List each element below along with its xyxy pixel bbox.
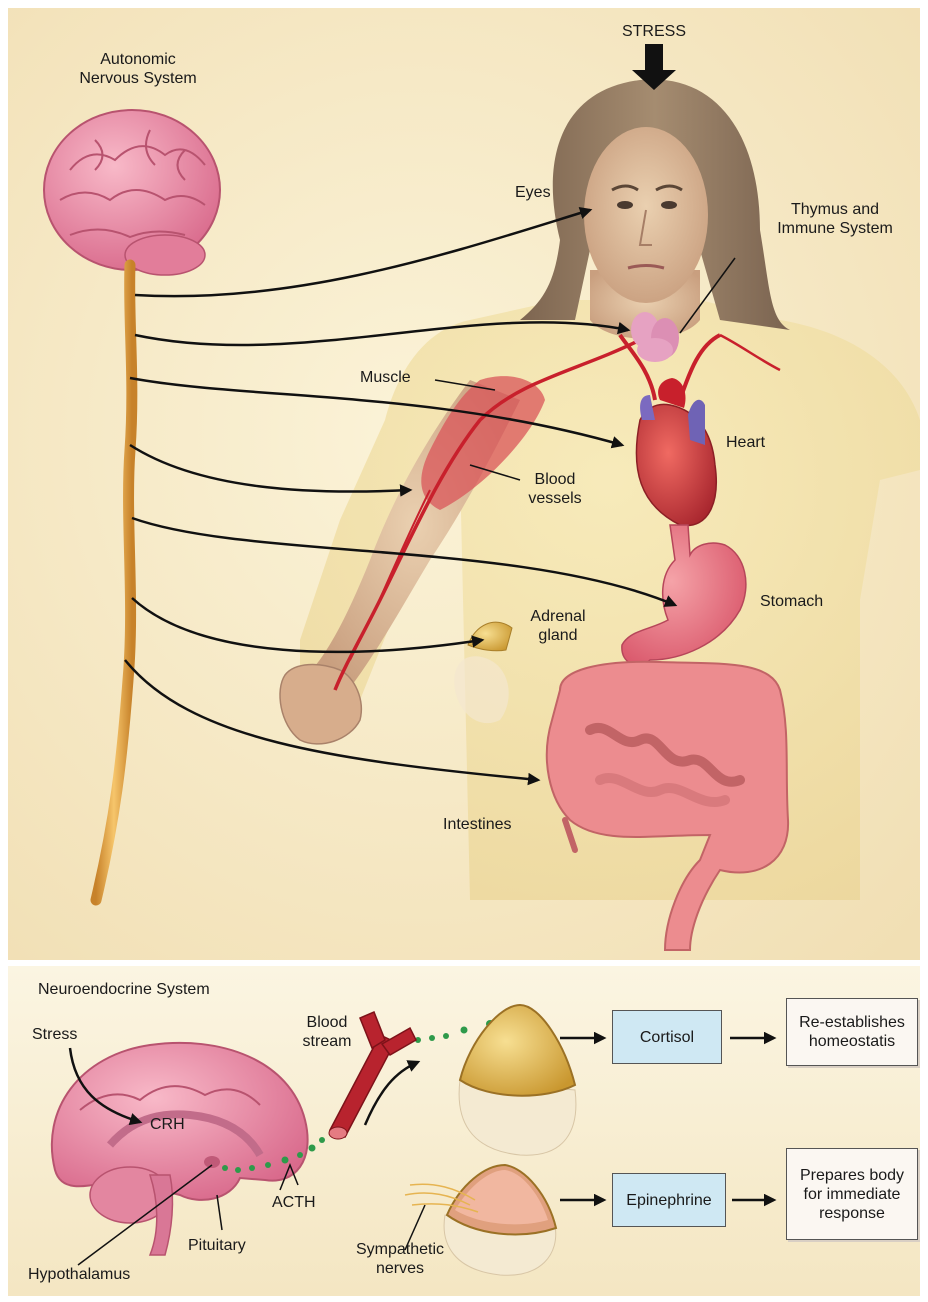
epinephrine-effect-box: Prepares body for immediate response <box>786 1148 918 1240</box>
intestines-label: Intestines <box>443 815 511 834</box>
sympathetic-nerves-label: Sympathetic nerves <box>340 1240 460 1278</box>
blood-stream-label: Blood stream <box>292 1013 362 1051</box>
thymus-label: Thymus and Immune System <box>760 200 910 238</box>
adrenal-gland-label: Adrenal gland <box>518 607 598 645</box>
crh-label: CRH <box>150 1115 185 1134</box>
stomach-label: Stomach <box>760 592 823 611</box>
pituitary-label: Pituitary <box>188 1236 246 1255</box>
muscle-label: Muscle <box>360 368 411 387</box>
heart-label: Heart <box>726 433 765 452</box>
blood-vessels-label: Blood vessels <box>515 470 595 508</box>
cortisol-effect-box: Re-establishes homeostatis <box>786 998 918 1066</box>
stress-bottom-label: Stress <box>32 1025 77 1044</box>
autonomic-system-title: Autonomic Nervous System <box>58 50 218 88</box>
epinephrine-box: Epinephrine <box>612 1173 726 1227</box>
stress-label: STRESS <box>604 22 704 41</box>
cortisol-box: Cortisol <box>612 1010 722 1064</box>
neuroendocrine-system-title: Neuroendocrine System <box>38 980 210 999</box>
hypothalamus-label: Hypothalamus <box>28 1265 130 1284</box>
eyes-label: Eyes <box>515 183 551 202</box>
acth-label: ACTH <box>272 1193 316 1212</box>
